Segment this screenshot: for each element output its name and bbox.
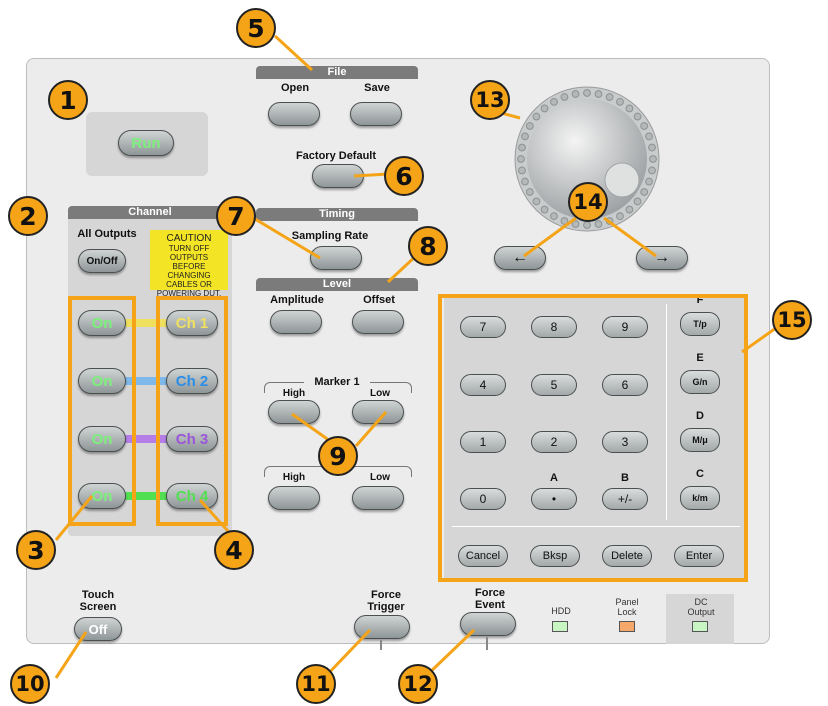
- callout-9: 9: [318, 436, 358, 476]
- callout-15: 15: [772, 300, 812, 340]
- callout-1: 1: [48, 80, 88, 120]
- callout-7: 7: [216, 196, 256, 236]
- callout-2: 2: [8, 196, 48, 236]
- callout-3: 3: [16, 530, 56, 570]
- callout-5: 5: [236, 8, 276, 48]
- callout-14: 14: [568, 182, 608, 222]
- callout-8: 8: [408, 226, 448, 266]
- callout-4: 4: [214, 530, 254, 570]
- callout-12: 12: [398, 664, 438, 704]
- callout-13: 13: [470, 80, 510, 120]
- callout-10: 10: [10, 664, 50, 704]
- callout-11: 11: [296, 664, 336, 704]
- callout-6: 6: [384, 156, 424, 196]
